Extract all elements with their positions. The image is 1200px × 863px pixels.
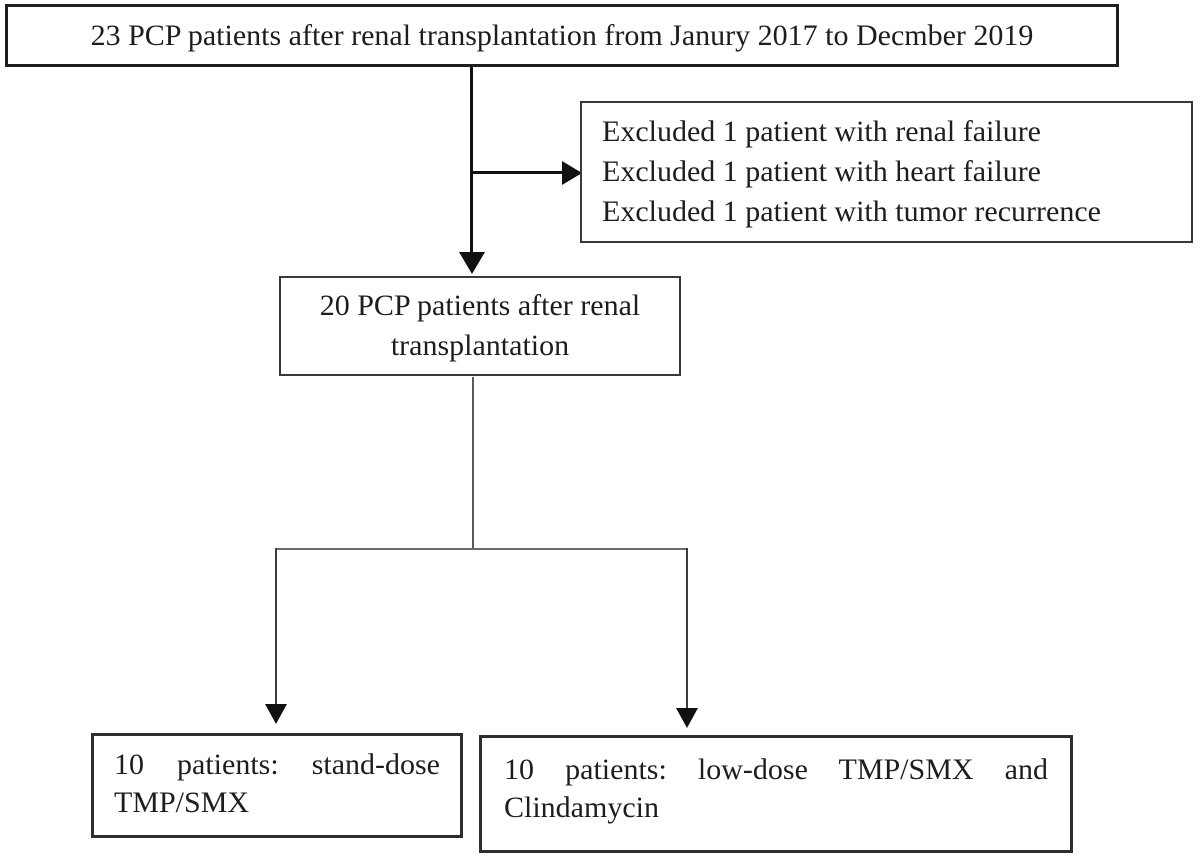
arrow-enrolled-to-excluded bbox=[471, 171, 563, 174]
excluded-reason: Excluded 1 patient with tumor recurrence bbox=[602, 195, 1101, 228]
arrow-split-to-standard bbox=[275, 548, 277, 706]
arrowhead-down-icon bbox=[459, 252, 485, 274]
included-box: 20 PCP patients after renal transplantat… bbox=[279, 276, 681, 376]
standard-dose-box: 10 patients: stand-dose TMP/SMX bbox=[91, 733, 463, 838]
enrolled-text: 23 PCP patients after renal transplantat… bbox=[90, 18, 1034, 52]
included-text-line: transplantation bbox=[390, 329, 570, 362]
low-dose-text-line: 10 patients: low-dose TMP/SMX and bbox=[504, 753, 1048, 786]
arrow-enrolled-to-included bbox=[470, 67, 473, 254]
standard-dose-text-line: TMP/SMX bbox=[114, 786, 250, 819]
excluded-reason: Excluded 1 patient with heart failure bbox=[602, 155, 1041, 188]
standard-dose-text-line: 10 patients: stand-dose bbox=[114, 748, 440, 781]
connector-split-horizontal bbox=[275, 548, 688, 550]
arrowhead-right-icon bbox=[562, 161, 582, 185]
low-dose-box: 10 patients: low-dose TMP/SMX and Clinda… bbox=[479, 735, 1073, 853]
arrowhead-down-icon bbox=[265, 704, 287, 724]
excluded-box: Excluded 1 patient with renal failure Ex… bbox=[580, 101, 1193, 243]
connector-split-vertical bbox=[472, 377, 474, 548]
arrowhead-down-icon bbox=[676, 708, 698, 728]
arrow-split-to-lowdose bbox=[686, 548, 688, 708]
included-text-line: 20 PCP patients after renal bbox=[319, 289, 641, 322]
low-dose-text-line: Clindamycin bbox=[504, 791, 659, 824]
enrolled-box: 23 PCP patients after renal transplantat… bbox=[5, 4, 1119, 67]
excluded-reason: Excluded 1 patient with renal failure bbox=[602, 115, 1041, 148]
